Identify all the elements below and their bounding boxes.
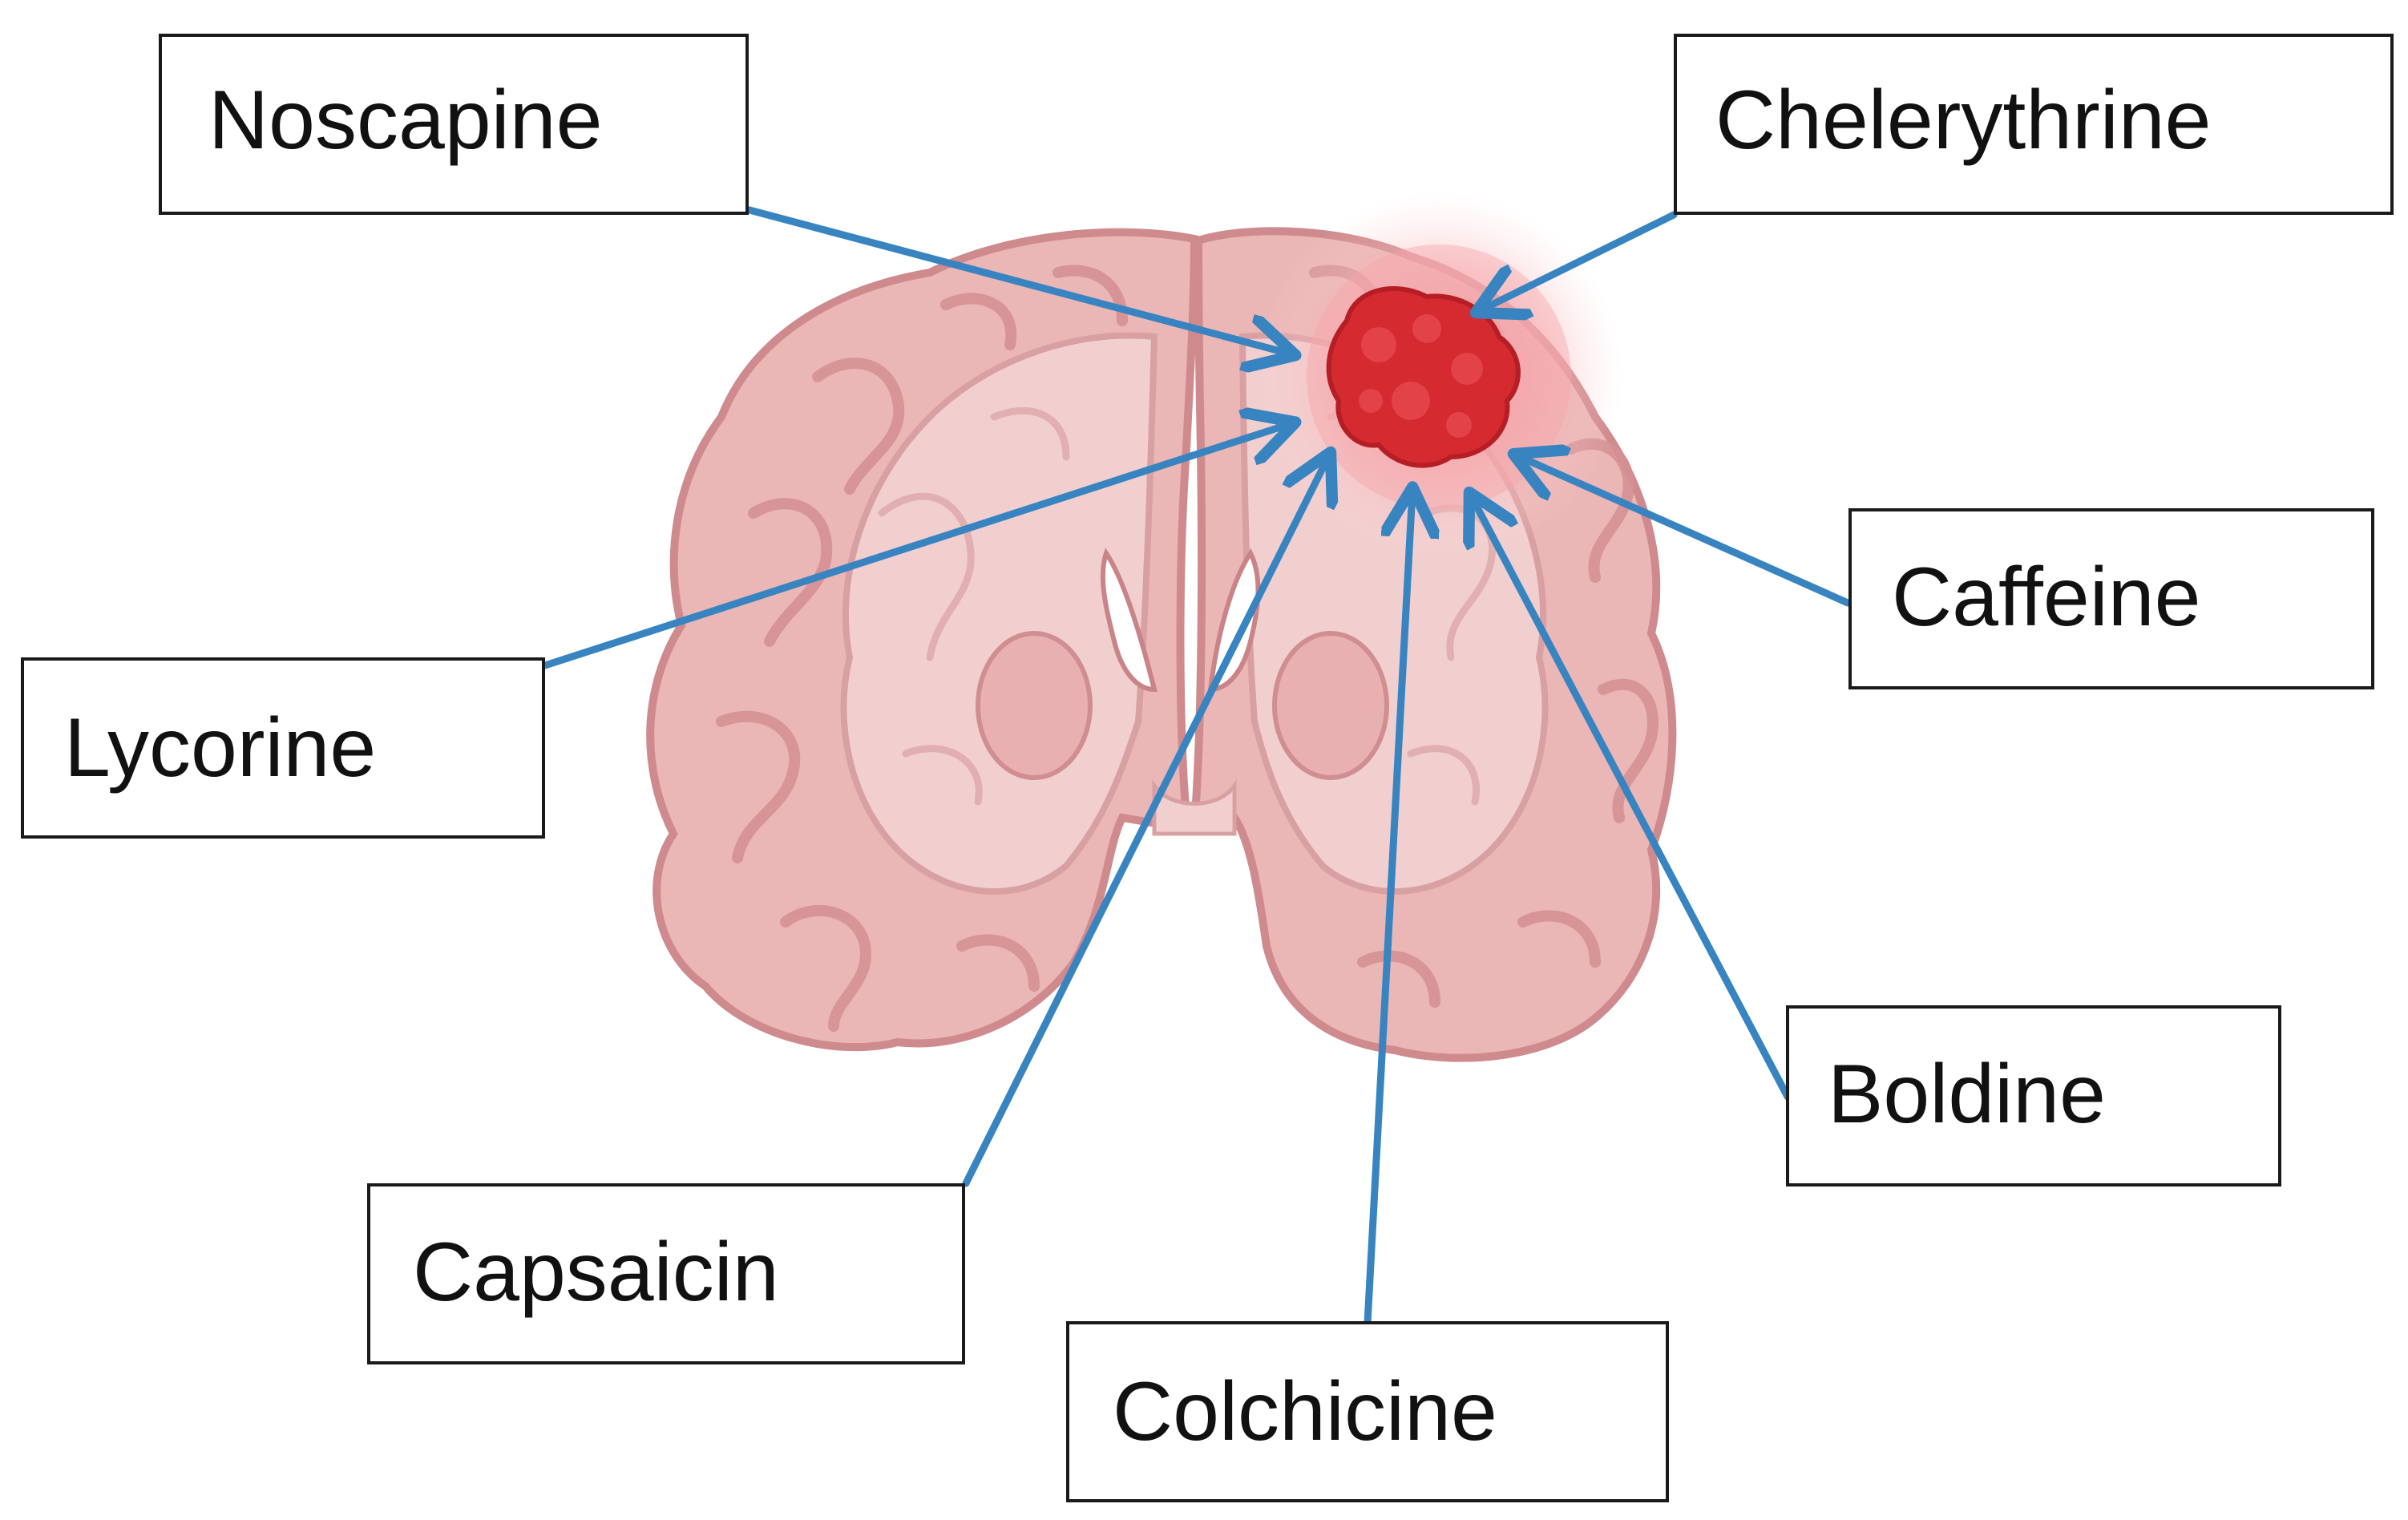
arrow-capsaicin (962, 455, 1329, 1187)
label-colchicine: Colchicine (1066, 1321, 1669, 1502)
label-colchicine-text: Colchicine (1113, 1365, 1497, 1458)
arrows-layer (541, 206, 1852, 1327)
label-noscapine: Noscapine (159, 34, 749, 215)
arrow-chelerythrine (1479, 211, 1678, 311)
label-boldine: Boldine (1786, 1005, 2281, 1186)
arrow-lycorine (541, 423, 1292, 669)
labels-layer: Noscapine Chelerythrine Caffeine Lycorin… (21, 34, 2394, 1502)
label-caffeine: Caffeine (1848, 508, 2374, 689)
label-chelerythrine: Chelerythrine (1674, 34, 2394, 215)
arrow-noscapine (745, 206, 1292, 354)
label-capsaicin: Capsaicin (367, 1183, 965, 1364)
label-lycorine-text: Lycorine (64, 701, 376, 794)
label-lycorine: Lycorine (21, 657, 545, 839)
label-chelerythrine-text: Chelerythrine (1715, 74, 2212, 167)
arrow-caffeine (1517, 455, 1852, 607)
label-boldine-text: Boldine (1828, 1048, 2106, 1141)
brain-ventricle-left (1100, 548, 1158, 693)
label-capsaicin-text: Capsaicin (413, 1226, 779, 1319)
arrow-colchicine (1364, 491, 1412, 1327)
arrow-boldine (1471, 495, 1792, 1101)
label-caffeine-text: Caffeine (1892, 551, 2200, 644)
label-noscapine-text: Noscapine (208, 74, 602, 167)
brain-illustration (646, 192, 1677, 1062)
